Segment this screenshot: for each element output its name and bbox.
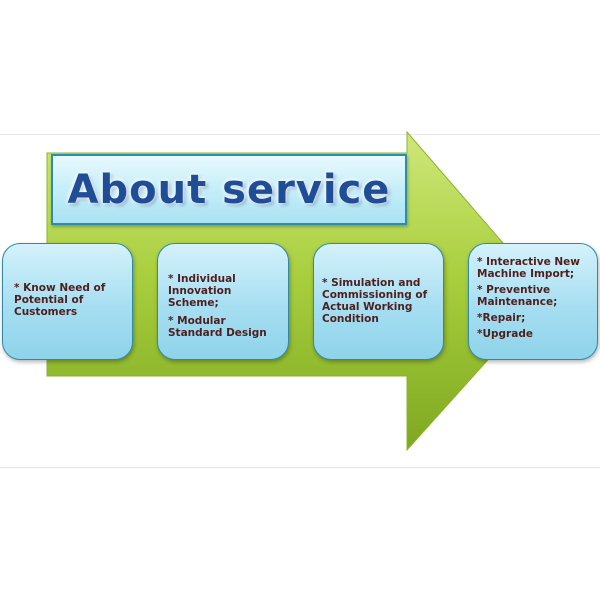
title-box: About service: [51, 154, 407, 225]
diagram-title: About service: [67, 166, 391, 213]
card-4-line-3: *Repair;: [477, 312, 526, 324]
card-2-line-1: * Individual Innovation Scheme;: [168, 273, 236, 309]
service-card-2: * Individual Innovation Scheme; * Modula…: [157, 243, 289, 360]
card-2-line-2: * Modular Standard Design: [168, 315, 267, 339]
service-card-1: * Know Need of Potential of Customers: [2, 243, 133, 360]
card-4-line-4: *Upgrade: [477, 328, 533, 340]
service-card-3: * Simulation and Commissioning of Actual…: [313, 243, 444, 360]
card-4-line-1: * Interactive New Machine Import;: [477, 256, 581, 280]
card-1-line-1: * Know Need of Potential of Customers: [14, 282, 106, 318]
card-3-line-1: * Simulation and Commissioning of Actual…: [322, 277, 428, 325]
service-card-4: * Interactive New Machine Import; * Prev…: [468, 243, 598, 360]
card-4-line-2: * Preventive Maintenance;: [477, 284, 558, 308]
